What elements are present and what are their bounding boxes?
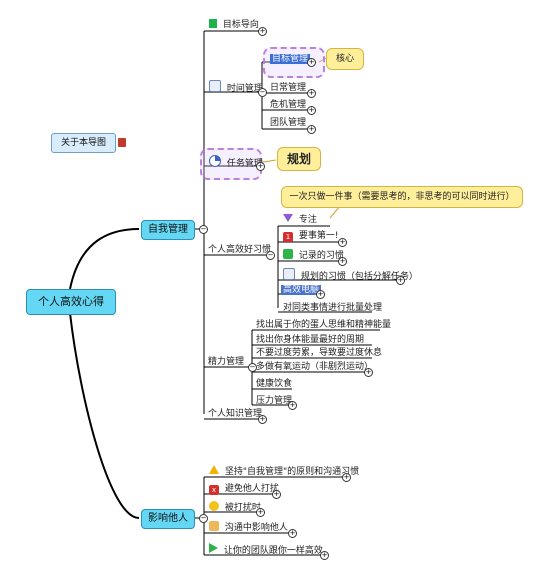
node-efficient-computer[interactable]: 高效电脑 <box>281 285 322 295</box>
node-goal-management[interactable]: 目标管理 <box>270 54 311 64</box>
collapse-toggle[interactable]: − <box>258 88 267 97</box>
node-influence-item-5[interactable]: 让你的团队跟你一样高效 <box>209 543 323 557</box>
expand-toggle[interactable]: + <box>256 162 265 171</box>
flag-icon <box>209 19 217 28</box>
expand-toggle[interactable]: + <box>258 415 267 424</box>
check-icon <box>283 249 293 259</box>
calendar-icon <box>209 80 221 92</box>
expand-toggle[interactable]: + <box>338 238 347 247</box>
node-focus[interactable]: 专注 <box>283 214 317 226</box>
expand-toggle[interactable]: + <box>307 58 316 67</box>
collapse-toggle[interactable]: − <box>199 514 208 523</box>
expand-toggle[interactable]: + <box>272 490 281 499</box>
arrow-right-icon <box>209 543 218 553</box>
expand-toggle[interactable]: + <box>316 290 325 299</box>
expand-toggle[interactable]: + <box>288 401 297 410</box>
node-knowledge-management[interactable]: 个人知识管理 <box>208 409 263 419</box>
node-energy-management[interactable]: 精力管理 <box>208 357 245 367</box>
node-energy-item-1[interactable]: 找出属于你的蛋人思维和精神能量 <box>256 320 392 330</box>
callout-plan: 规划 <box>277 147 321 171</box>
expand-toggle[interactable]: + <box>338 257 347 266</box>
expand-toggle[interactable]: + <box>364 368 373 377</box>
expand-toggle[interactable]: + <box>256 508 265 517</box>
node-energy-item-5[interactable]: 健康饮食 <box>256 379 293 389</box>
arrow-down-icon <box>283 214 293 222</box>
about-node[interactable]: 关于本导图 <box>51 133 116 153</box>
book-icon <box>118 138 126 147</box>
node-influence-item-3[interactable]: 被打扰时 <box>209 501 261 514</box>
collapse-toggle[interactable]: − <box>199 225 208 234</box>
node-planning-habit[interactable]: 规划的习惯（包括分解任务） <box>283 268 418 283</box>
progress-icon <box>209 155 221 167</box>
node-daily-management[interactable]: 日常管理 <box>270 83 307 93</box>
expand-toggle[interactable]: + <box>396 276 405 285</box>
node-energy-item-2[interactable]: 找出你身体能量最好的周期 <box>256 335 365 345</box>
smiley-icon <box>209 501 219 511</box>
callout-one-thing: 一次只做一件事（需要思考的，非思考的可以同时进行） <box>281 186 523 208</box>
node-energy-item-3[interactable]: 不要过度劳累，导致要过度休息 <box>256 348 383 358</box>
node-energy-item-6[interactable]: 压力管理 <box>256 396 293 406</box>
node-influence-item-1[interactable]: 坚持"自我管理"的原则和沟通习惯 <box>209 465 359 478</box>
stop-icon: x <box>209 485 219 495</box>
collapse-toggle[interactable]: − <box>248 363 257 372</box>
node-time-management[interactable]: 时间管理 <box>209 80 263 95</box>
branch-self-management[interactable]: 自我管理 <box>141 220 195 240</box>
node-crisis-management[interactable]: 危机管理 <box>270 100 307 110</box>
calendar-icon <box>283 268 295 280</box>
node-batch-processing[interactable]: 对同类事情进行批量处理 <box>283 303 383 313</box>
expand-toggle[interactable]: + <box>342 473 351 482</box>
warning-icon <box>209 465 219 474</box>
node-efficient-habits[interactable]: 个人高效好习惯 <box>208 245 272 255</box>
node-influence-item-4[interactable]: 沟通中影响他人 <box>209 521 288 534</box>
node-first-things-first[interactable]: 1 要事第一! <box>283 230 338 242</box>
callout-core: 核心 <box>326 48 364 70</box>
expand-toggle[interactable]: + <box>258 27 267 36</box>
node-task-management[interactable]: 任务管理 <box>209 155 263 170</box>
root-node[interactable]: 个人高效心得 <box>26 289 116 315</box>
expand-toggle[interactable]: + <box>320 551 329 560</box>
expand-toggle[interactable]: + <box>288 529 297 538</box>
collapse-toggle[interactable]: − <box>266 251 275 260</box>
node-goal-oriented[interactable]: 目标导向 <box>209 19 259 31</box>
priority-one-icon: 1 <box>283 232 293 242</box>
expand-toggle[interactable]: + <box>307 106 316 115</box>
node-energy-item-4[interactable]: 多做有氧运动（非剧烈运动） <box>256 362 374 372</box>
node-team-management[interactable]: 团队管理 <box>270 118 307 128</box>
node-influence-item-2[interactable]: x 避免他人打扰 <box>209 483 279 495</box>
expand-toggle[interactable]: + <box>307 89 316 98</box>
expand-toggle[interactable]: + <box>307 125 316 134</box>
branch-influence-others[interactable]: 影响他人 <box>141 509 195 529</box>
thumbs-up-icon <box>209 521 219 531</box>
node-recording-habit[interactable]: 记录的习惯 <box>283 249 344 262</box>
